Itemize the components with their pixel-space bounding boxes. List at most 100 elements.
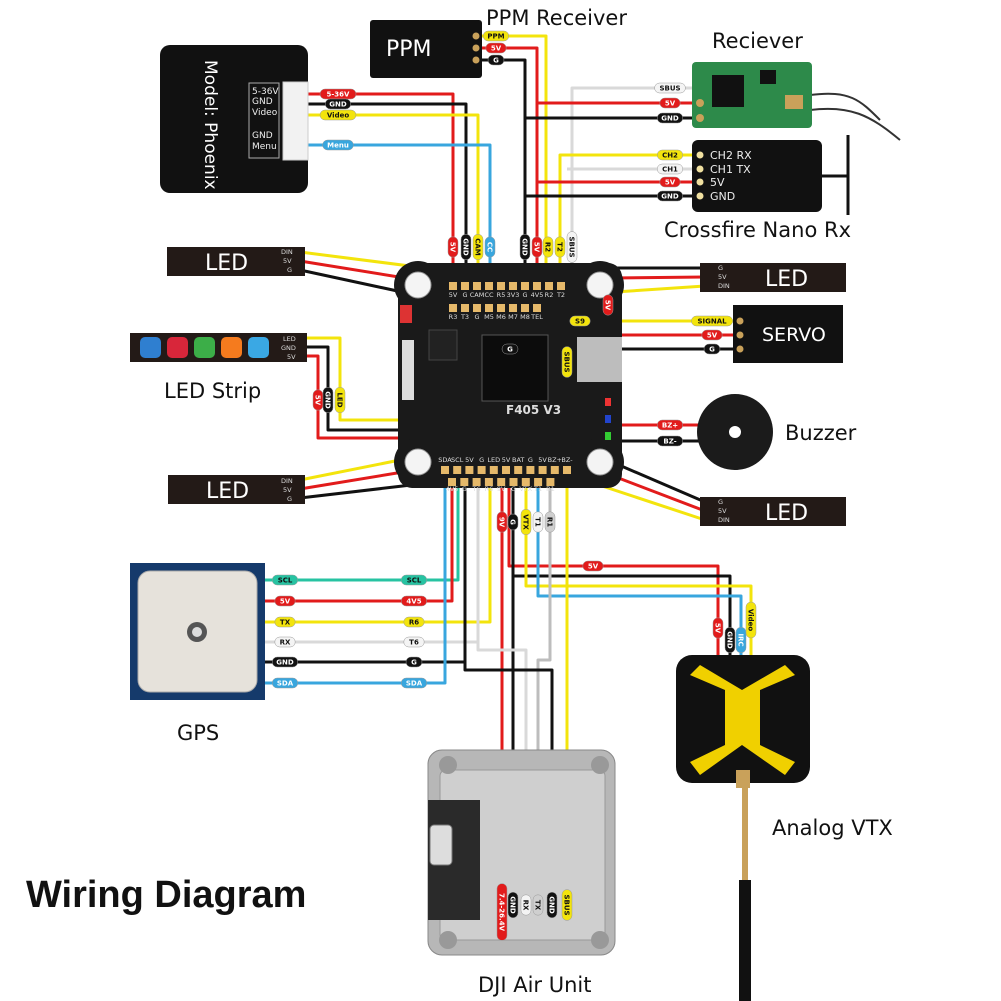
led-label: LED <box>206 479 249 504</box>
wire-label-pill <box>460 233 472 261</box>
fc-pad <box>514 466 523 474</box>
led-pin: 5V <box>718 273 727 281</box>
fc-pad-label: T1 <box>533 485 542 493</box>
fc-pad-label: CAM <box>470 291 485 299</box>
wire-label: CH1 <box>662 166 678 174</box>
wire-label-pill <box>496 511 508 533</box>
fc-pad <box>461 282 469 290</box>
wire-label: SBUS <box>568 236 576 257</box>
camera-pin: Video <box>252 108 278 118</box>
wire-label-pill <box>400 595 428 607</box>
wire-label-pill <box>561 346 573 378</box>
wire-label-pill <box>745 601 757 639</box>
wire-label: RX <box>522 900 530 911</box>
wire-label: SCL <box>407 577 422 585</box>
fc-pad <box>497 282 505 290</box>
wire-label-pill <box>519 233 531 261</box>
fc-pad-label: G <box>474 313 479 321</box>
wire-label: SBUS <box>563 351 571 372</box>
vtx-title: Analog VTX <box>772 816 893 840</box>
wire-label-pill <box>501 343 519 355</box>
wire-label-pill <box>712 617 724 639</box>
fc-pad <box>550 466 559 474</box>
led-strip-title: LED Strip <box>164 379 261 403</box>
wire-label: Video <box>327 112 349 120</box>
wire-label-pill <box>654 82 686 94</box>
fc-pad <box>441 466 449 474</box>
fc-pad-label: BAT <box>512 456 524 464</box>
fc-pad-label: VTX <box>519 485 532 493</box>
led-label: LED <box>765 267 808 292</box>
wire-label: 7.4-26.4V <box>498 893 506 932</box>
fc-pad <box>526 466 535 474</box>
wire-label: GND <box>726 631 734 649</box>
wire-label-pill <box>507 513 519 531</box>
wire-label-pill <box>659 176 681 188</box>
strip-led <box>194 337 215 358</box>
fc-pad-label: 4V5 <box>531 291 544 299</box>
fc-pad-label: SCL <box>451 456 464 464</box>
receiver: Reciever <box>692 29 901 141</box>
fc-pad-label: 9V <box>497 485 506 493</box>
wire-label-pill <box>656 419 684 431</box>
wire-label-pill <box>403 616 425 628</box>
wire-label-pill <box>496 883 508 941</box>
camera-pin: GND <box>252 131 273 141</box>
strip-led <box>221 337 242 358</box>
fc-pad <box>472 478 481 486</box>
fc-pad <box>489 466 498 474</box>
wire-label: SDA <box>406 680 423 688</box>
led-pin: 5V <box>283 257 292 265</box>
led-pin: 5V <box>718 507 727 515</box>
wire-label-pill <box>569 315 591 327</box>
wire-label-pill <box>520 508 532 536</box>
fc-pad <box>557 282 565 290</box>
wire-label-pill <box>447 236 459 258</box>
led-pin: G <box>718 264 723 272</box>
fc-pad-label: LED <box>487 456 500 464</box>
wire-label: GND <box>462 238 470 256</box>
fc-pad-label: TEL <box>530 313 543 321</box>
wire-label-pill <box>322 139 354 151</box>
led-pin: DIN <box>718 516 730 524</box>
led-pin: DIN <box>281 248 293 256</box>
wire-label: G <box>493 57 499 65</box>
fc-pad <box>521 282 529 290</box>
wire-label: R6 <box>409 619 419 627</box>
wire-label: G <box>509 519 517 525</box>
wire-label-pill <box>542 236 554 258</box>
fc-pad <box>546 478 555 486</box>
wire-label-pill <box>322 386 334 414</box>
fc-pad <box>449 282 457 290</box>
camera-model-label: Model: Phoenix 2 <box>200 60 220 206</box>
fc-pad <box>509 478 518 486</box>
diagram-title: Wiring Diagram <box>26 874 306 916</box>
wire-label: VTX <box>522 514 530 530</box>
fc-pad <box>485 282 493 290</box>
led-top-right: LED G 5V DIN <box>700 263 846 292</box>
led-pin: G <box>287 495 292 503</box>
wire-label: G <box>709 346 715 354</box>
wire-label-pill <box>561 889 573 921</box>
led-pin: DIN <box>718 282 730 290</box>
wire-label-pill <box>582 560 604 572</box>
gps: GPS <box>130 563 265 745</box>
wire-label: 5V <box>665 179 676 187</box>
fc-pad <box>485 304 493 312</box>
wire-label-pill <box>472 233 484 261</box>
wire-label: GND <box>661 115 679 123</box>
wire-label: CAM <box>474 238 482 256</box>
wire-label-pill <box>482 30 510 42</box>
wire-label: S9 <box>575 318 585 326</box>
wire-label-pill <box>334 386 346 414</box>
fc-pad <box>521 304 529 312</box>
fc-pad-label: G <box>522 291 527 299</box>
fc-pad-label: G <box>511 485 516 493</box>
fc-pad <box>460 478 469 486</box>
wire-label: IRC <box>737 633 745 646</box>
wire-label: 5V <box>449 242 457 253</box>
fc-pad <box>545 282 553 290</box>
fc-pad <box>449 304 457 312</box>
